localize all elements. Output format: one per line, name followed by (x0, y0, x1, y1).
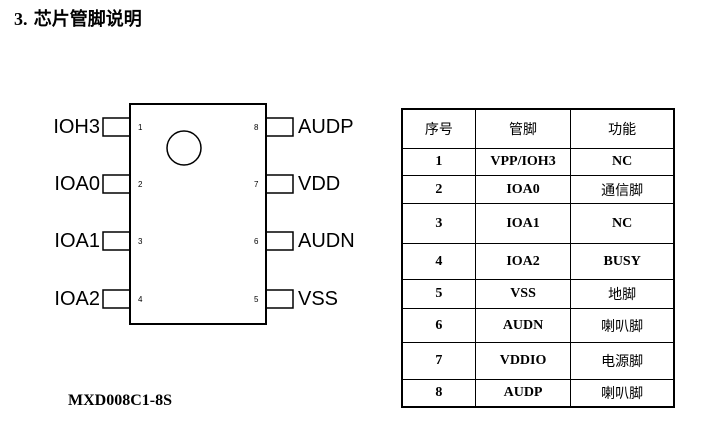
pin-label-left: IOH3 (53, 116, 100, 138)
cell-function: 喇叭脚 (570, 308, 675, 343)
table-header-row: 序号 管脚 功能 (401, 108, 675, 149)
cell-pin: VSS (474, 279, 572, 309)
header-index: 序号 (401, 108, 476, 149)
pin-pad-8 (265, 117, 294, 137)
pin-label-left: IOA2 (54, 288, 100, 310)
cell-pin: VPP/IOH3 (474, 148, 572, 176)
part-number: MXD008C1-8S (68, 392, 172, 409)
header-function: 功能 (570, 108, 675, 149)
pin-pad-3 (102, 231, 131, 251)
pin-number-right: 5 (254, 295, 259, 304)
cell-pin: AUDN (474, 308, 572, 343)
pin-label-right: AUDN (298, 230, 355, 252)
cell-pin: IOA2 (474, 243, 572, 280)
table-row: 5 VSS 地脚 (401, 279, 675, 309)
pin-label-left: IOA1 (54, 230, 100, 252)
pin-number-left: 4 (138, 295, 143, 304)
pin-number-right: 6 (254, 237, 259, 246)
pin-pad-1 (102, 117, 131, 137)
cell-index: 3 (401, 203, 476, 244)
section-title: 芯片管脚说明 (33, 9, 142, 30)
cell-function: 电源脚 (570, 342, 675, 380)
pin1-marker (166, 130, 202, 166)
pin-function-table: 序号 管脚 功能 1 VPP/IOH3 NC 2 IOA0 通信脚 3 IOA1… (401, 108, 675, 408)
cell-index: 7 (401, 342, 476, 380)
pin-number-left: 3 (138, 237, 143, 246)
cell-function: NC (570, 148, 675, 176)
pin-number-right: 7 (254, 180, 259, 189)
header-pin: 管脚 (474, 108, 572, 149)
cell-pin: IOA1 (474, 203, 572, 244)
pin-pad-7 (265, 174, 294, 194)
cell-pin: IOA0 (474, 175, 572, 204)
pin-pad-6 (265, 231, 294, 251)
table-row: 4 IOA2 BUSY (401, 243, 675, 280)
cell-pin: AUDP (474, 379, 572, 407)
table-row: 6 AUDN 喇叭脚 (401, 308, 675, 343)
table-row: 2 IOA0 通信脚 (401, 175, 675, 204)
pin-label-right: AUDP (298, 116, 354, 138)
table-row: 3 IOA1 NC (401, 203, 675, 244)
table-row: 8 AUDP 喇叭脚 (401, 379, 675, 407)
cell-function: NC (570, 203, 675, 244)
cell-index: 8 (401, 379, 476, 407)
pin-pad-5 (265, 289, 294, 309)
pin-pad-4 (102, 289, 131, 309)
cell-index: 6 (401, 308, 476, 343)
pin-number-left: 1 (138, 123, 143, 132)
cell-function: 地脚 (570, 279, 675, 309)
pin-label-right: VDD (298, 173, 341, 195)
section-heading: 3. 芯片管脚说明 (14, 5, 142, 31)
cell-index: 1 (401, 148, 476, 176)
cell-index: 4 (401, 243, 476, 280)
table-row: 7 VDDIO 电源脚 (401, 342, 675, 380)
pin-pad-2 (102, 174, 131, 194)
chip-body (129, 103, 267, 325)
pin-label-left: IOA0 (54, 173, 100, 195)
pin-label-right: VSS (298, 288, 339, 310)
cell-pin: VDDIO (474, 342, 572, 380)
table-row: 1 VPP/IOH3 NC (401, 148, 675, 176)
cell-function: 喇叭脚 (570, 379, 675, 407)
cell-index: 2 (401, 175, 476, 204)
cell-function: 通信脚 (570, 175, 675, 204)
cell-index: 5 (401, 279, 476, 309)
pin-number-right: 8 (254, 123, 259, 132)
pin-number-left: 2 (138, 180, 143, 189)
section-number: 3. (14, 9, 28, 29)
cell-function: BUSY (570, 243, 675, 280)
